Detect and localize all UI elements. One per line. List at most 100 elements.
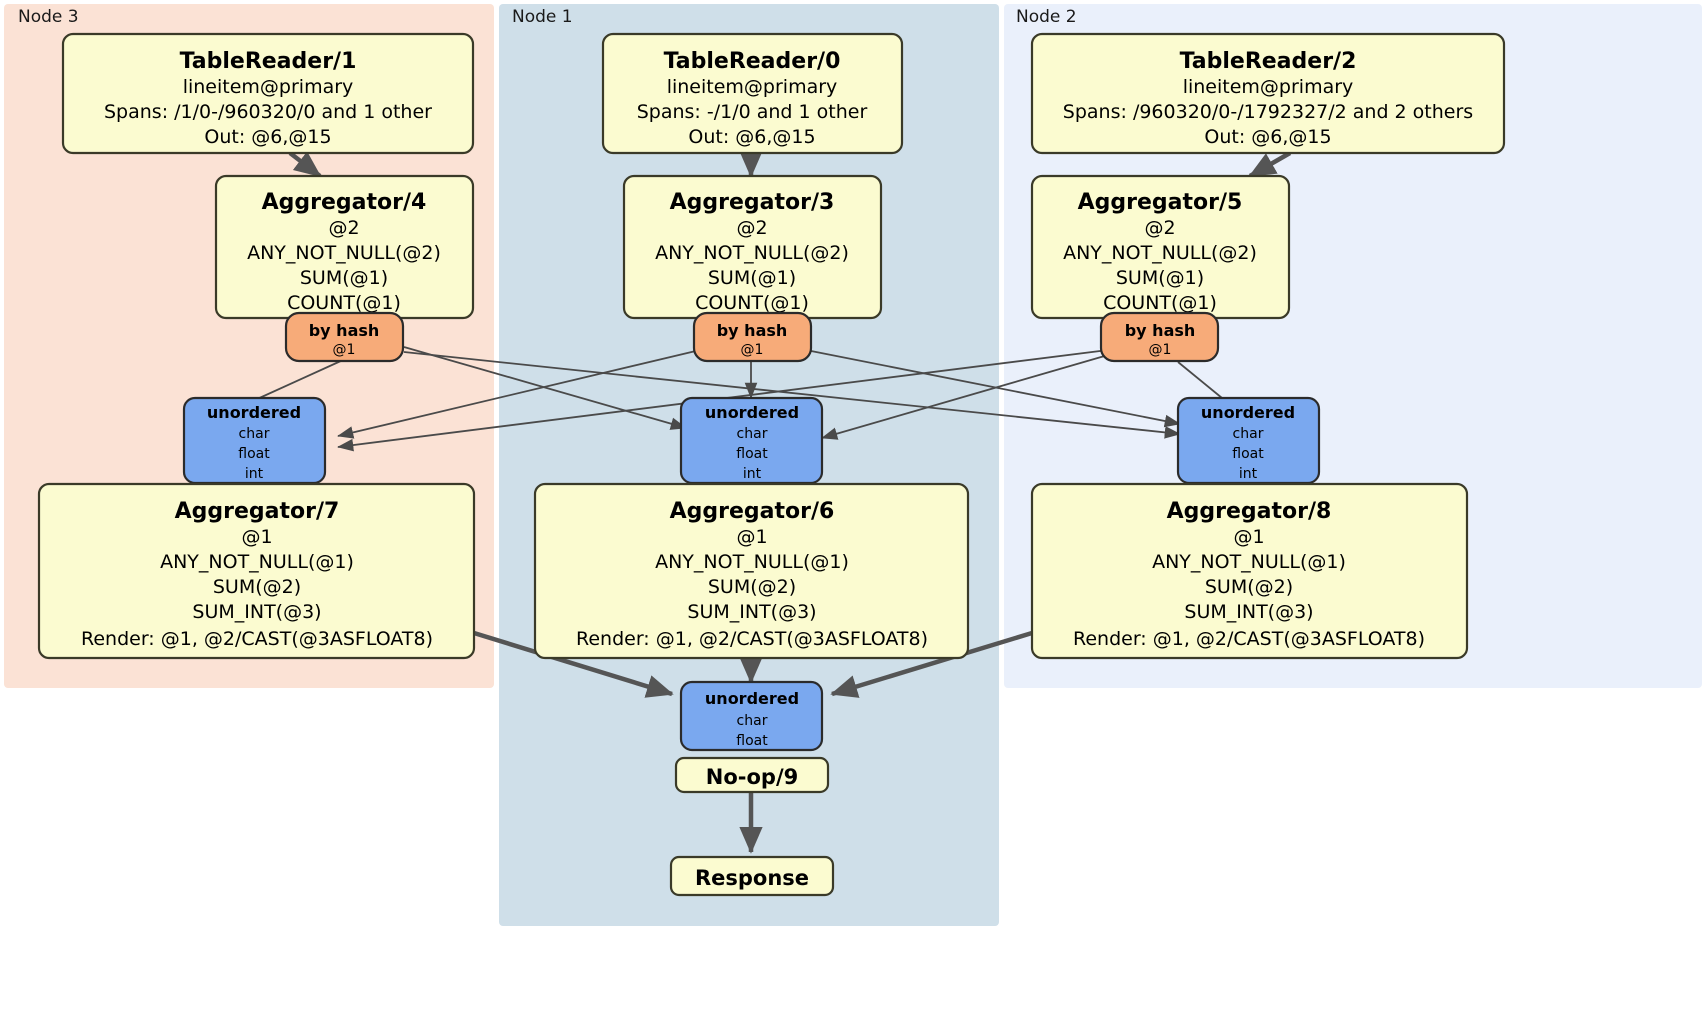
sync-unordered-node3-type1: char [239, 426, 270, 442]
tablereader-0-spans: Spans: -/1/0 and 1 other [637, 101, 868, 123]
processor-aggregator-5[interactable]: Aggregator/5 @2 ANY_NOT_NULL(@2) SUM(@1)… [1030, 174, 1291, 320]
tablereader-0-title: TableReader/0 [664, 49, 841, 74]
aggregator-6-render: Render: @1, @2/CAST(@3ASFLOAT8) [576, 628, 928, 650]
tablereader-2-out: Out: @6,@15 [1204, 126, 1331, 148]
aggregator-6-title: Aggregator/6 [670, 499, 835, 524]
aggregator-8-render: Render: @1, @2/CAST(@3ASFLOAT8) [1073, 628, 1425, 650]
aggregator-3-agg3: COUNT(@1) [695, 292, 809, 314]
edge-hash3-sync2 [403, 351, 1181, 439]
sync-unordered-final[interactable]: unordered char float [679, 680, 824, 752]
sync-unordered-node2-type3: int [1239, 466, 1258, 482]
noop-9-title: No-op/9 [706, 765, 798, 789]
processor-aggregator-7[interactable]: Aggregator/7 @1 ANY_NOT_NULL(@1) SUM(@2)… [37, 482, 476, 660]
router-by-hash-node3[interactable]: by hash @1 [284, 311, 405, 363]
sync-unordered-node2[interactable]: unordered char float int [1176, 396, 1321, 485]
tablereader-0-out: Out: @6,@15 [688, 126, 815, 148]
sync-unordered-final-type2: float [736, 733, 768, 749]
tablereader-1-title: TableReader/1 [180, 49, 357, 74]
aggregator-5-agg2: SUM(@1) [1116, 267, 1204, 289]
sync-unordered-node2-type2: float [1232, 446, 1264, 462]
tablereader-0-index: lineitem@primary [667, 76, 838, 98]
processor-aggregator-6[interactable]: Aggregator/6 @1 ANY_NOT_NULL(@1) SUM(@2)… [533, 482, 970, 660]
sync-unordered-node1-title: unordered [705, 403, 799, 422]
edge-tr2-agg5 [1248, 151, 1292, 178]
aggregator-3-agg1: ANY_NOT_NULL(@2) [655, 242, 849, 264]
sync-unordered-node3-type3: int [245, 466, 264, 482]
aggregator-3-groupcols: @2 [736, 217, 767, 239]
edge-hash2-sync2 [1177, 361, 1223, 399]
sync-unordered-node2-title: unordered [1201, 403, 1295, 422]
sync-unordered-final-title: unordered [705, 689, 799, 708]
aggregator-7-agg2: SUM(@2) [213, 576, 301, 598]
sync-unordered-node1-type3: int [743, 466, 762, 482]
aggregator-6-agg3: SUM_INT(@3) [687, 601, 816, 623]
processor-aggregator-8[interactable]: Aggregator/8 @1 ANY_NOT_NULL(@1) SUM(@2)… [1030, 482, 1469, 660]
aggregator-7-agg1: ANY_NOT_NULL(@1) [160, 551, 354, 573]
aggregator-7-render: Render: @1, @2/CAST(@3ASFLOAT8) [81, 628, 433, 650]
aggregator-8-agg1: ANY_NOT_NULL(@1) [1152, 551, 1346, 573]
router-by-hash-node2[interactable]: by hash @1 [1099, 311, 1220, 363]
edge-hash2-sync1 [821, 354, 1109, 440]
processor-aggregator-4[interactable]: Aggregator/4 @2 ANY_NOT_NULL(@2) SUM(@1)… [214, 174, 475, 320]
router-by-hash-node1[interactable]: by hash @1 [692, 311, 813, 363]
sync-unordered-node1-type2: float [736, 446, 768, 462]
processor-tablereader-0[interactable]: TableReader/0 lineitem@primary Spans: -/… [601, 32, 904, 155]
tablereader-2-title: TableReader/2 [1180, 49, 1357, 74]
processor-aggregator-3[interactable]: Aggregator/3 @2 ANY_NOT_NULL(@2) SUM(@1)… [622, 174, 883, 320]
aggregator-3-title: Aggregator/3 [670, 190, 835, 215]
router-by-hash-node1-title: by hash [717, 321, 788, 340]
aggregator-8-agg2: SUM(@2) [1205, 576, 1293, 598]
aggregator-5-title: Aggregator/5 [1078, 190, 1243, 215]
tablereader-1-index: lineitem@primary [183, 76, 354, 98]
edge-hash1-sync3 [337, 349, 701, 439]
sync-unordered-node2-type1: char [1233, 426, 1264, 442]
aggregator-8-title: Aggregator/8 [1167, 499, 1332, 524]
aggregator-8-groupcols: @1 [1233, 526, 1264, 548]
sync-unordered-node3-title: unordered [207, 403, 301, 422]
aggregator-6-agg1: ANY_NOT_NULL(@1) [655, 551, 849, 573]
aggregator-4-title: Aggregator/4 [262, 190, 427, 215]
edge-hash3-sync3 [254, 359, 344, 401]
router-by-hash-node3-col: @1 [333, 342, 356, 358]
router-by-hash-node2-col: @1 [1149, 342, 1172, 358]
processor-tablereader-1[interactable]: TableReader/1 lineitem@primary Spans: /1… [61, 32, 475, 155]
processor-response[interactable]: Response [669, 855, 835, 897]
aggregator-7-title: Aggregator/7 [175, 499, 340, 524]
node-panel-label-node3: Node 3 [18, 7, 79, 27]
processor-tablereader-2[interactable]: TableReader/2 lineitem@primary Spans: /9… [1030, 32, 1506, 155]
node-panel-label-node2: Node 2 [1016, 7, 1077, 27]
aggregator-8-agg3: SUM_INT(@3) [1184, 601, 1313, 623]
aggregator-6-groupcols: @1 [736, 526, 767, 548]
aggregator-7-agg3: SUM_INT(@3) [192, 601, 321, 623]
sync-unordered-node1-type1: char [737, 426, 768, 442]
tablereader-1-spans: Spans: /1/0-/960320/0 and 1 other [104, 101, 432, 123]
tablereader-2-spans: Spans: /960320/0-/1792327/2 and 2 others [1063, 101, 1473, 123]
aggregator-5-agg3: COUNT(@1) [1103, 292, 1217, 314]
router-by-hash-node1-col: @1 [741, 342, 764, 358]
sync-unordered-node1[interactable]: unordered char float int [679, 396, 824, 485]
aggregator-7-groupcols: @1 [241, 526, 272, 548]
aggregator-4-agg3: COUNT(@1) [287, 292, 401, 314]
router-by-hash-node3-title: by hash [309, 321, 380, 340]
edge-hash1-sync2 [805, 349, 1181, 428]
aggregator-4-agg2: SUM(@1) [300, 267, 388, 289]
aggregator-3-agg2: SUM(@1) [708, 267, 796, 289]
tablereader-2-index: lineitem@primary [1183, 76, 1354, 98]
response-title: Response [695, 866, 809, 890]
aggregator-5-groupcols: @2 [1144, 217, 1175, 239]
edge-tr1-agg4 [288, 151, 322, 178]
aggregator-6-agg2: SUM(@2) [708, 576, 796, 598]
sync-unordered-final-type1: char [737, 713, 768, 729]
edge-agg7-finalsync [473, 630, 674, 698]
sync-unordered-node3[interactable]: unordered char float int [182, 396, 327, 485]
tablereader-1-out: Out: @6,@15 [204, 126, 331, 148]
node-panel-label-node1: Node 1 [512, 7, 573, 27]
processor-noop-9[interactable]: No-op/9 [674, 756, 830, 794]
aggregator-4-groupcols: @2 [328, 217, 359, 239]
sync-unordered-node3-type2: float [238, 446, 270, 462]
edge-agg8-finalsync [830, 630, 1033, 698]
aggregator-5-agg1: ANY_NOT_NULL(@2) [1063, 242, 1257, 264]
aggregator-4-agg1: ANY_NOT_NULL(@2) [247, 242, 441, 264]
